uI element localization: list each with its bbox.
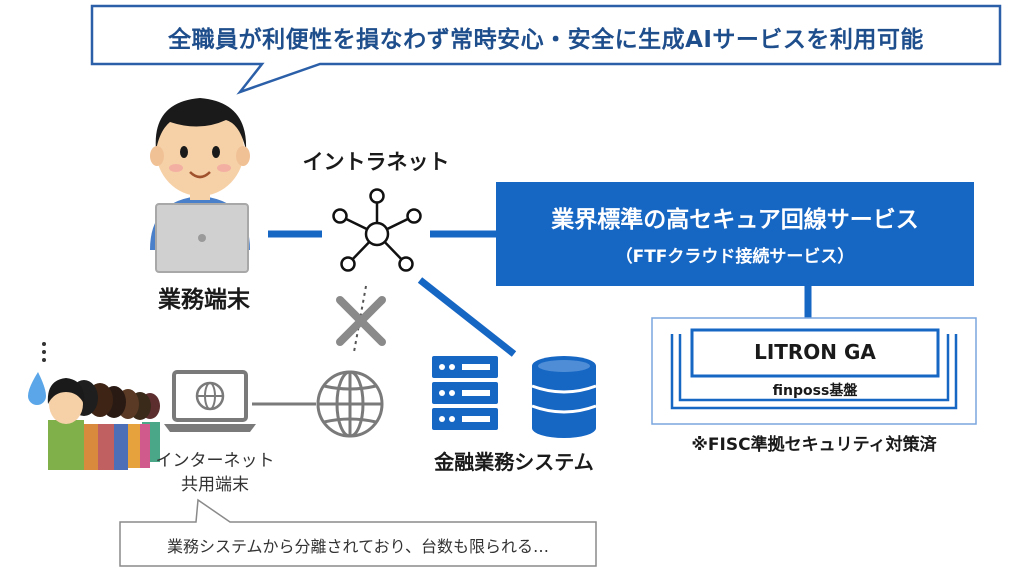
header-speech-bubble <box>90 4 1002 95</box>
database-icon <box>531 356 597 438</box>
litron-name: LITRON GA <box>754 340 876 364</box>
business-person-icon <box>150 98 250 273</box>
secure-line-box <box>496 182 974 286</box>
business-terminal-label: 業務端末 <box>158 287 250 313</box>
intranet-label: イントラネット <box>302 150 450 174</box>
blocked-cross-icon <box>336 285 386 353</box>
fisc-note: ※FISC準拠セキュリティ対策済 <box>691 435 937 455</box>
header-bubble-text: 全職員が利便性を損なわず常時安心・安全に生成AIサービスを利用可能 <box>168 27 924 53</box>
network-hub-icon <box>332 188 422 272</box>
server-rack-icon <box>432 356 498 430</box>
internet-terminal-label-line2: 共用端末 <box>181 475 249 495</box>
bottom-speech-bubble <box>119 498 597 567</box>
waiting-people-queue-icon <box>28 372 160 470</box>
internet-terminal-label-line1: インターネット <box>155 451 275 471</box>
ellipsis-dots-icon <box>42 342 46 362</box>
financial-system-label: 金融業務システム <box>434 450 594 474</box>
hub-to-financial-line <box>417 277 517 357</box>
litron-platform: finposs基盤 <box>772 383 858 399</box>
internet-laptop-icon <box>164 370 256 432</box>
internet-globe-icon <box>316 370 384 438</box>
bottom-bubble-text: 業務システムから分離されており、台数も限られる… <box>167 537 549 556</box>
litron-frame <box>651 317 977 425</box>
secure-line-title: 業界標準の高セキュア回線サービス <box>551 207 919 233</box>
secure-line-subtitle: （FTFクラウド接続サービス） <box>615 247 855 267</box>
